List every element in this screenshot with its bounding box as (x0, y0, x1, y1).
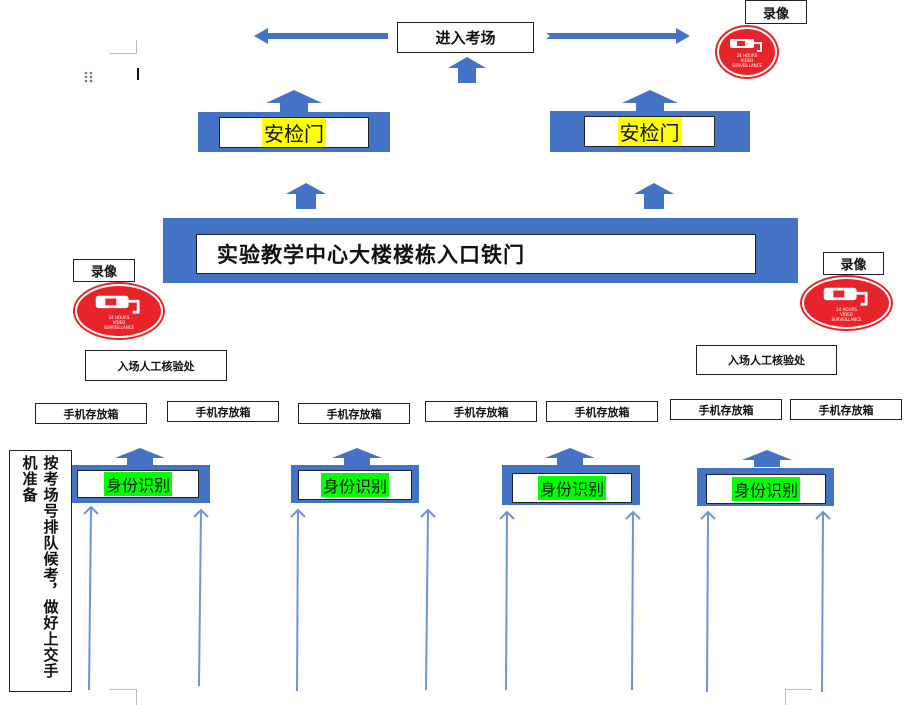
id-check-box: 身份识别 (298, 470, 412, 500)
building-entrance-label: 实验教学中心大楼楼栋入口铁门 (217, 242, 525, 267)
up-thin-arrow-icon (420, 508, 436, 691)
up-arrow-icon (545, 448, 595, 465)
right-arrow-icon (546, 28, 690, 44)
up-thin-arrow-icon (625, 510, 641, 691)
id-check-box: 身份识别 (706, 474, 826, 504)
phone-storage-box: 手机存放箱 (298, 403, 410, 424)
up-arrow-icon (266, 90, 322, 112)
left-arrow-icon (254, 28, 388, 44)
queue-instruction-box: 按考场号排队候考，做好上交手机准备 (9, 450, 72, 692)
drag-handle-icon[interactable] (84, 68, 94, 83)
up-thin-arrow-icon (290, 508, 306, 692)
enter-exam-room-label: 进入考场 (435, 29, 496, 47)
queue-lane-arrows (83, 505, 831, 693)
phone-storage-box: 手机存放箱 (546, 401, 658, 422)
up-arrow-icon (286, 183, 326, 209)
recording-label-box: 录像 (745, 0, 807, 24)
security-gate-box: 安检门 (219, 117, 369, 148)
page-corner-mark (110, 689, 137, 705)
security-gate-label: 安检门 (262, 118, 326, 147)
phone-storage-box: 手机存放箱 (790, 399, 902, 420)
queue-instruction-label: 按考场号排队候考，做好上交手机准备 (20, 455, 60, 679)
phone-storage-box: 手机存放箱 (670, 399, 782, 420)
page-corner-mark (110, 40, 137, 54)
up-thin-arrow-icon (83, 505, 99, 691)
recording-label-box: 录像 (823, 252, 884, 275)
manual-check-box: 入场人工核验处 (85, 350, 227, 381)
up-arrow-icon (448, 57, 486, 83)
up-thin-arrow-icon (700, 510, 716, 693)
up-arrow-icon (742, 450, 792, 467)
phone-storage-box: 手机存放箱 (35, 403, 147, 424)
up-thin-arrow-icon (499, 510, 515, 691)
phone-storage-box: 手机存放箱 (425, 401, 537, 422)
up-thin-arrow-icon (193, 508, 209, 687)
id-check-box: 身份识别 (77, 470, 199, 498)
up-arrow-icon (115, 448, 165, 465)
id-check-box: 身份识别 (512, 473, 632, 503)
up-thin-arrow-icon (815, 510, 831, 693)
page-corner-mark (785, 689, 812, 705)
text-cursor (137, 68, 139, 80)
up-arrow-icon (332, 448, 382, 465)
security-gate-label: 安检门 (617, 117, 682, 146)
manual-check-box: 入场人工核验处 (696, 345, 837, 375)
building-entrance-box: 实验教学中心大楼楼栋入口铁门 (196, 234, 756, 274)
up-arrow-icon (622, 90, 678, 112)
up-arrow-icon (634, 183, 674, 209)
enter-exam-room-box: 进入考场 (397, 22, 534, 53)
recording-label-box: 录像 (73, 259, 135, 282)
security-gate-box: 安检门 (584, 116, 715, 147)
phone-storage-box: 手机存放箱 (167, 401, 279, 422)
